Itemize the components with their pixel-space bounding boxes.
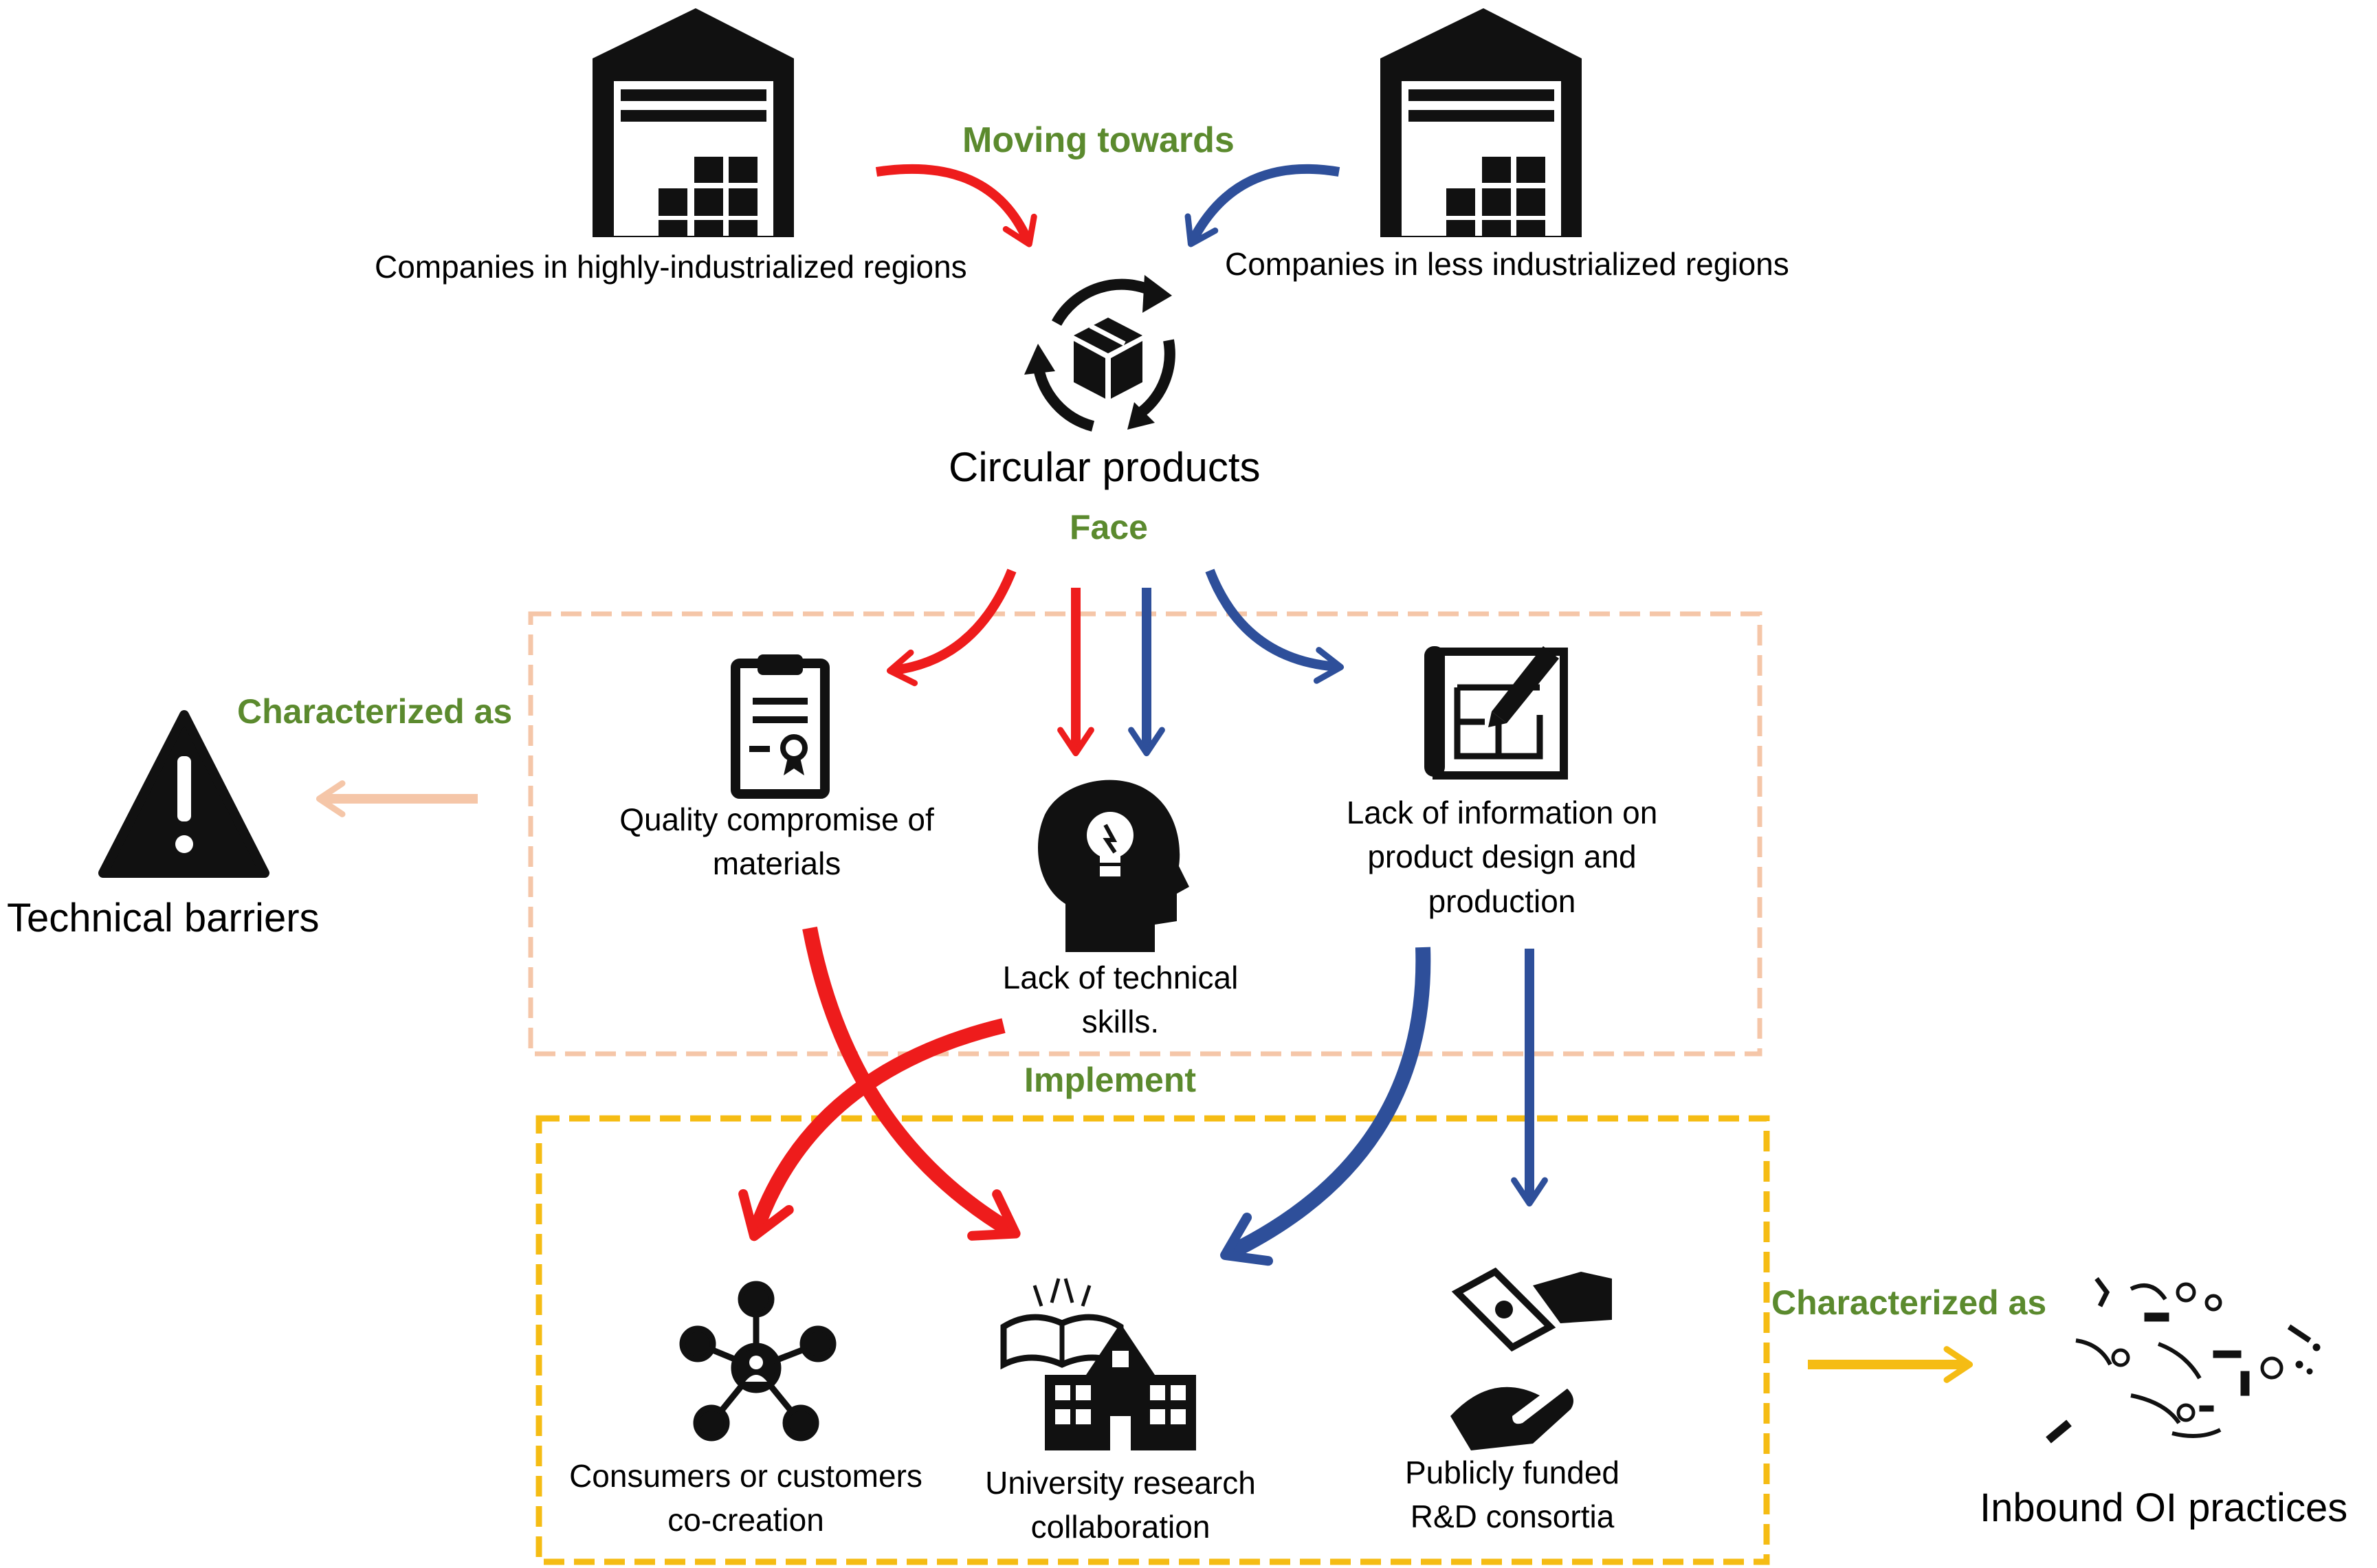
university-icon xyxy=(1000,1278,1196,1450)
blueprint-icon xyxy=(1424,646,1568,780)
inbound-oi-practices-box xyxy=(535,1115,1770,1565)
arrow-high-to-circular xyxy=(875,164,1037,247)
label-publicly-funded-consortia: Publicly funded R&D consortia xyxy=(1405,1455,1619,1535)
verb-characterized-left: Characterized as xyxy=(237,692,513,731)
money-hand-icon xyxy=(1450,1267,1612,1450)
warning-icon xyxy=(98,710,269,878)
arrow-quality-to-university xyxy=(802,926,1021,1241)
label-technical-barriers: Technical barriers xyxy=(7,896,320,940)
circular-product-icon xyxy=(1024,275,1175,432)
label-lack-information: Lack of information on product design an… xyxy=(1346,795,1658,919)
label-university-collaboration: University research collaboration xyxy=(985,1465,1256,1545)
label-consumers-cocreation: Consumers or customers co-creation xyxy=(569,1458,922,1538)
verb-implement: Implement xyxy=(1024,1061,1197,1099)
warehouse-icon-less xyxy=(1380,8,1582,237)
warehouse-icon-high xyxy=(593,8,794,237)
label-inbound-oi: Inbound OI practices xyxy=(1980,1486,2348,1530)
arrow-info-to-university xyxy=(1220,947,1431,1266)
label-companies-less: Companies in less industrialized regions xyxy=(1225,246,1789,282)
arrow-skills-to-consumers xyxy=(738,1018,1006,1241)
verb-face: Face xyxy=(1070,508,1148,546)
inbound-oi-scatter-icon xyxy=(2046,1277,2321,1444)
arrow-less-to-circular xyxy=(1184,164,1340,247)
arrow-face-to-info xyxy=(1205,568,1345,684)
label-lack-technical-skills: Lack of technical skills. xyxy=(1002,960,1239,1040)
label-quality-compromise: Quality compromise of materials xyxy=(619,802,934,882)
label-circular-products: Circular products xyxy=(949,444,1261,490)
certificate-icon xyxy=(731,654,830,799)
verb-moving-towards: Moving towards xyxy=(962,120,1235,160)
head-lightbulb-icon xyxy=(1038,780,1189,952)
label-companies-high: Companies in highly-industrialized regio… xyxy=(375,249,967,285)
verb-characterized-right: Characterized as xyxy=(1771,1283,2047,1322)
arrow-face-to-quality xyxy=(886,568,1017,687)
co-creation-network-icon xyxy=(679,1281,837,1442)
